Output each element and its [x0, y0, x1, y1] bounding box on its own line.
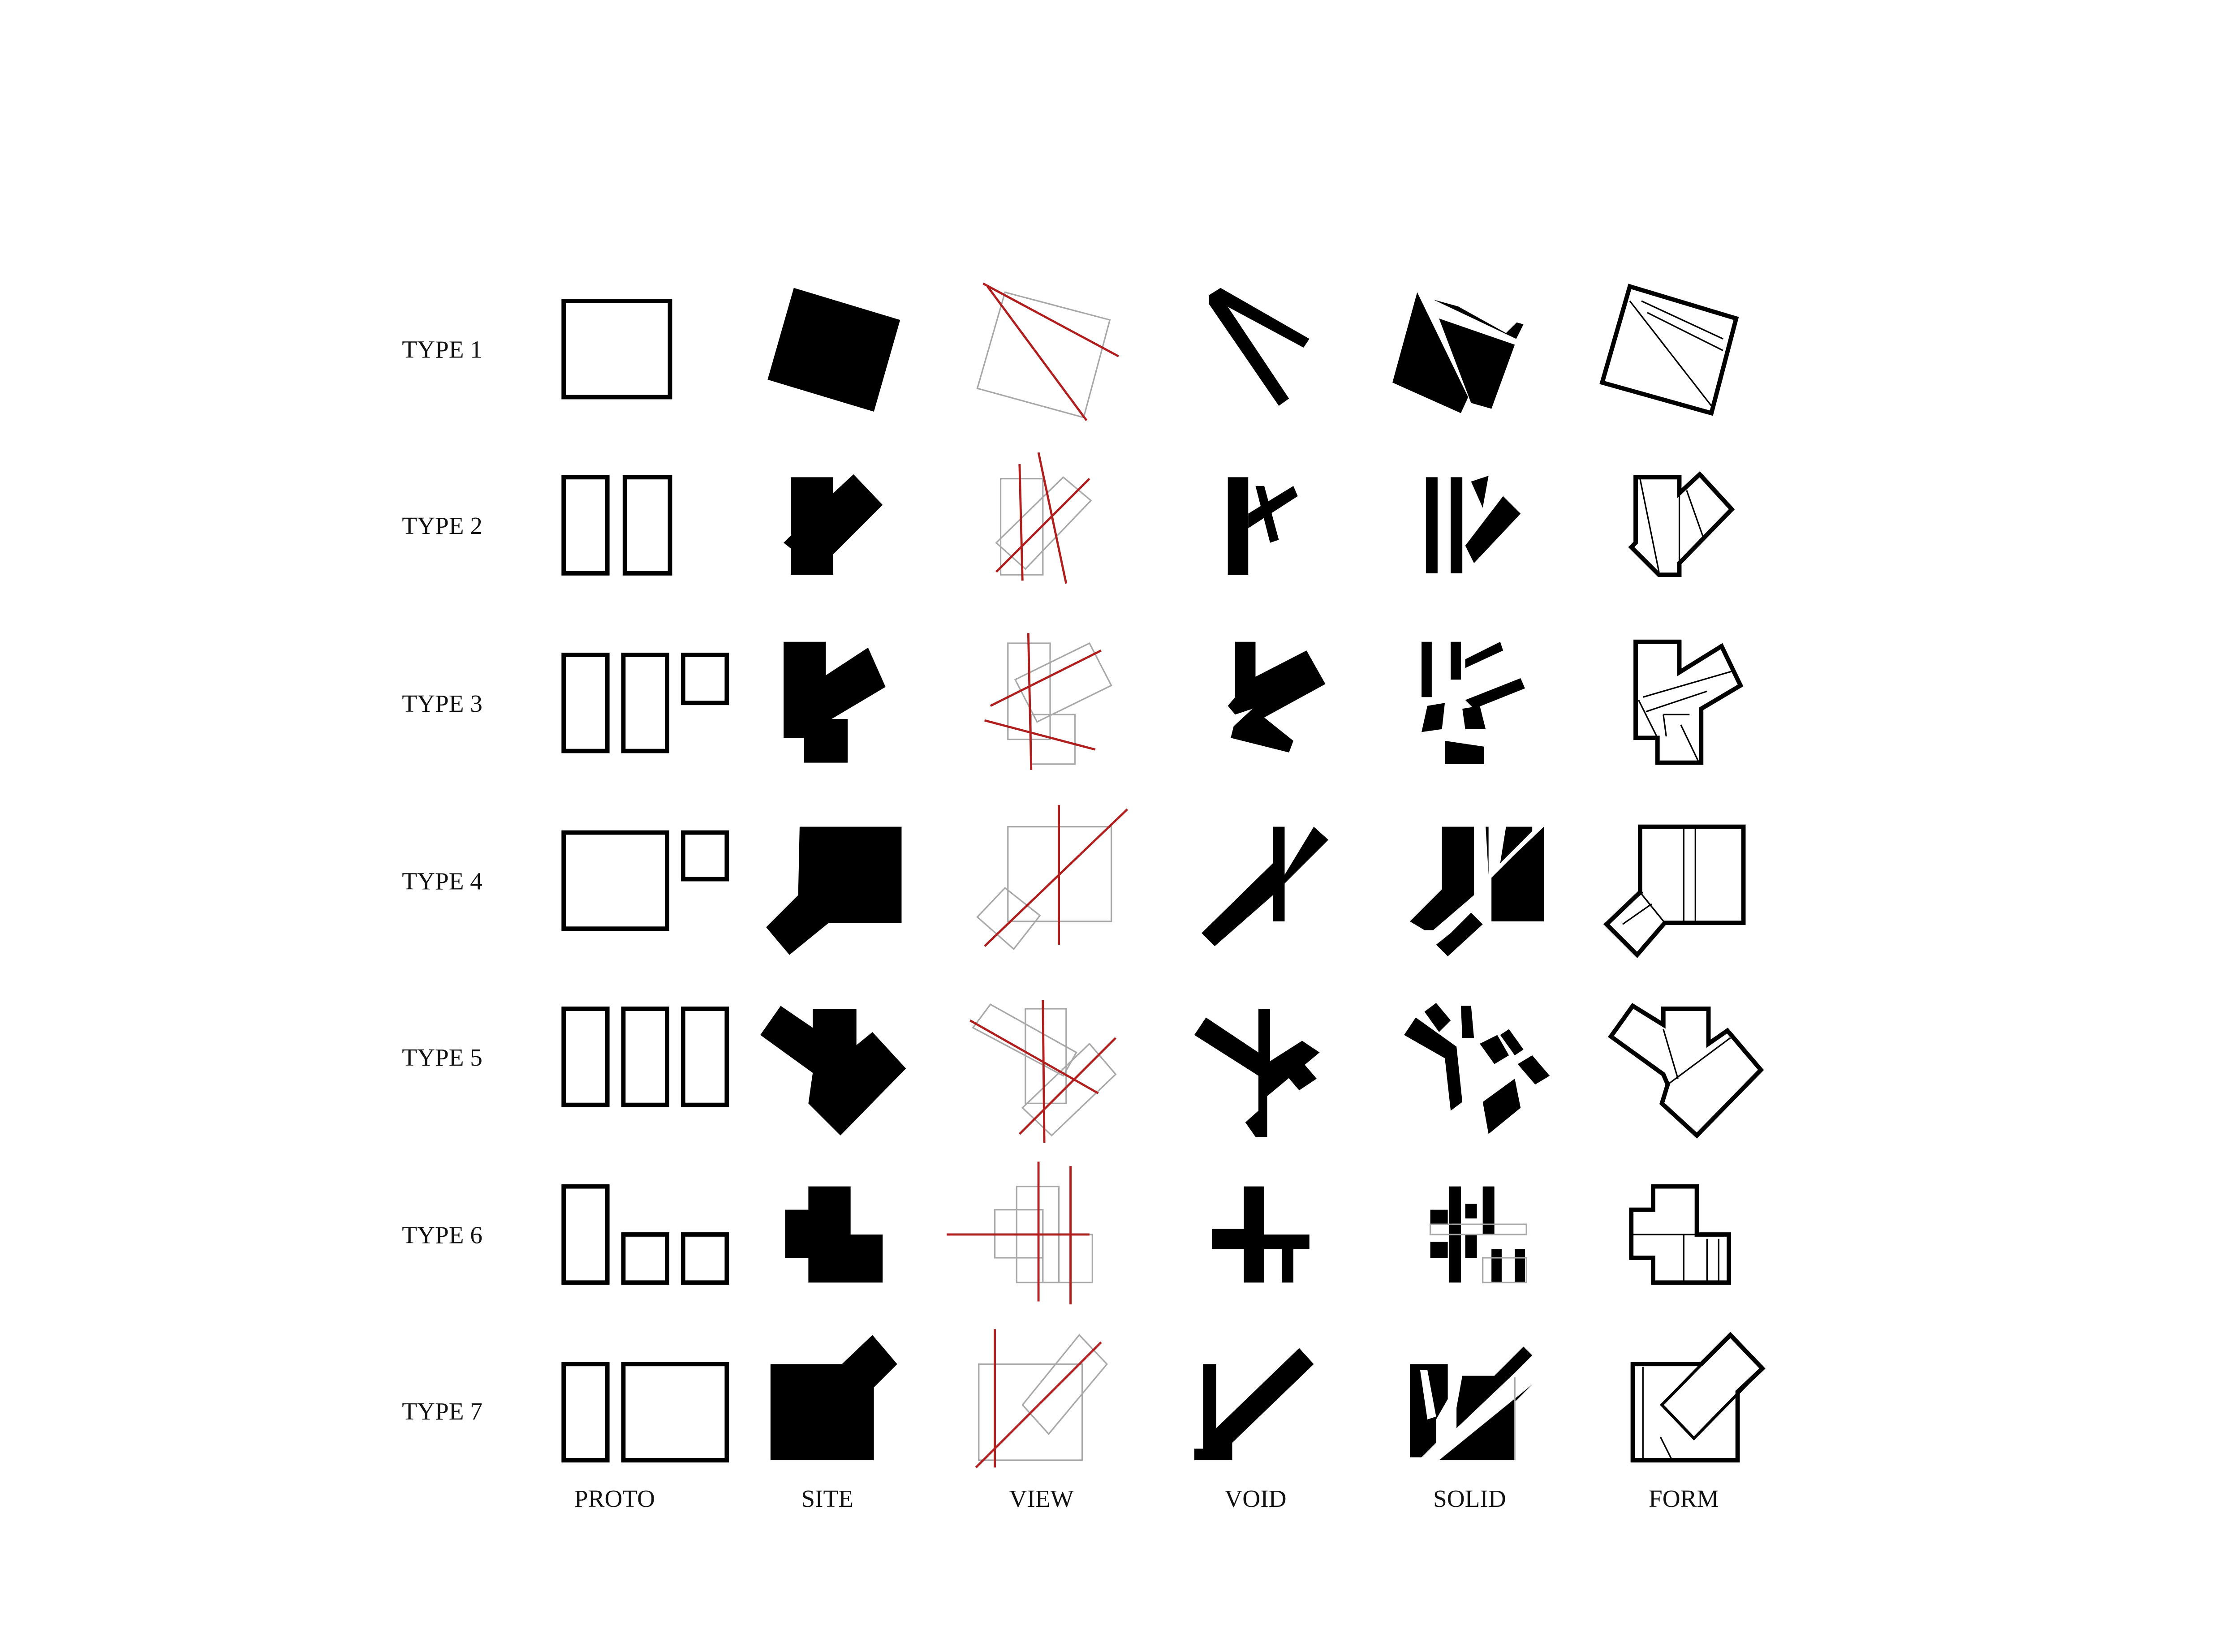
type-5-proto-icon [561, 1007, 729, 1107]
type-7-void-icon [1194, 1348, 1314, 1460]
type-6-proto-icon [561, 1184, 729, 1285]
type-6-void-icon [1211, 1186, 1310, 1283]
row-label-type-6: TYPE 6 [402, 1221, 482, 1248]
type-6-form-icon [1629, 1184, 1731, 1285]
type-5-form-icon [1607, 1002, 1764, 1139]
column-label-site: SITE [801, 1485, 853, 1512]
type-7-proto-icon [561, 1362, 729, 1463]
type-3-form-icon [1633, 639, 1744, 765]
type-2-form-icon [1628, 471, 1735, 577]
type-3-void-icon [1228, 641, 1326, 753]
type-4-form-icon [1603, 824, 1746, 958]
type-2-proto-icon [561, 475, 672, 576]
type-5-void-icon [1194, 1009, 1320, 1137]
row-label-type-4: TYPE 4 [402, 867, 482, 895]
type-5-view-icon [969, 1000, 1117, 1143]
type-4-site-icon [766, 826, 902, 955]
type-3-view-icon [984, 633, 1112, 770]
row-label-type-3: TYPE 3 [402, 690, 482, 717]
type-4-void-icon [1202, 826, 1329, 946]
row-label-type-5: TYPE 5 [402, 1044, 482, 1071]
type-1-solid-icon [1392, 289, 1524, 413]
type-7-form-icon [1630, 1332, 1766, 1463]
type-1-void-icon [1209, 288, 1310, 406]
column-label-proto: PROTO [574, 1485, 655, 1512]
column-label-solid: SOLID [1433, 1485, 1506, 1512]
type-7-site-icon [770, 1335, 897, 1460]
type-2-solid-icon [1426, 476, 1521, 573]
type-3-site-icon [784, 641, 886, 763]
type-2-site-icon [784, 474, 883, 575]
row-label-type-7: TYPE 7 [402, 1398, 482, 1425]
column-label-form: FORM [1649, 1485, 1719, 1512]
type-3-proto-icon [561, 653, 729, 753]
type-6-site-icon [785, 1186, 883, 1283]
type-4-proto-icon [561, 830, 729, 931]
type-1-view-icon [976, 282, 1120, 422]
type-1-form-icon [1599, 284, 1739, 416]
type-2-void-icon [1228, 477, 1298, 575]
type-4-solid-icon [1410, 826, 1544, 956]
type-1-site-icon [767, 288, 900, 412]
type-7-solid-icon [1410, 1347, 1533, 1460]
row-label-type-1: TYPE 1 [402, 336, 482, 363]
type-2-view-icon [995, 452, 1092, 584]
type-5-site-icon [760, 1006, 906, 1136]
type-3-solid-icon [1422, 641, 1525, 764]
type-7-view-icon [975, 1329, 1108, 1468]
type-6-solid-icon [1429, 1186, 1527, 1283]
type-4-view-icon [976, 804, 1129, 951]
type-5-solid-icon [1404, 1003, 1550, 1134]
type-1-proto-icon [561, 299, 672, 400]
column-label-void: VOID [1224, 1485, 1286, 1512]
type-6-view-icon [947, 1162, 1093, 1304]
column-label-view: VIEW [1009, 1485, 1074, 1512]
row-label-type-2: TYPE 2 [402, 512, 482, 539]
